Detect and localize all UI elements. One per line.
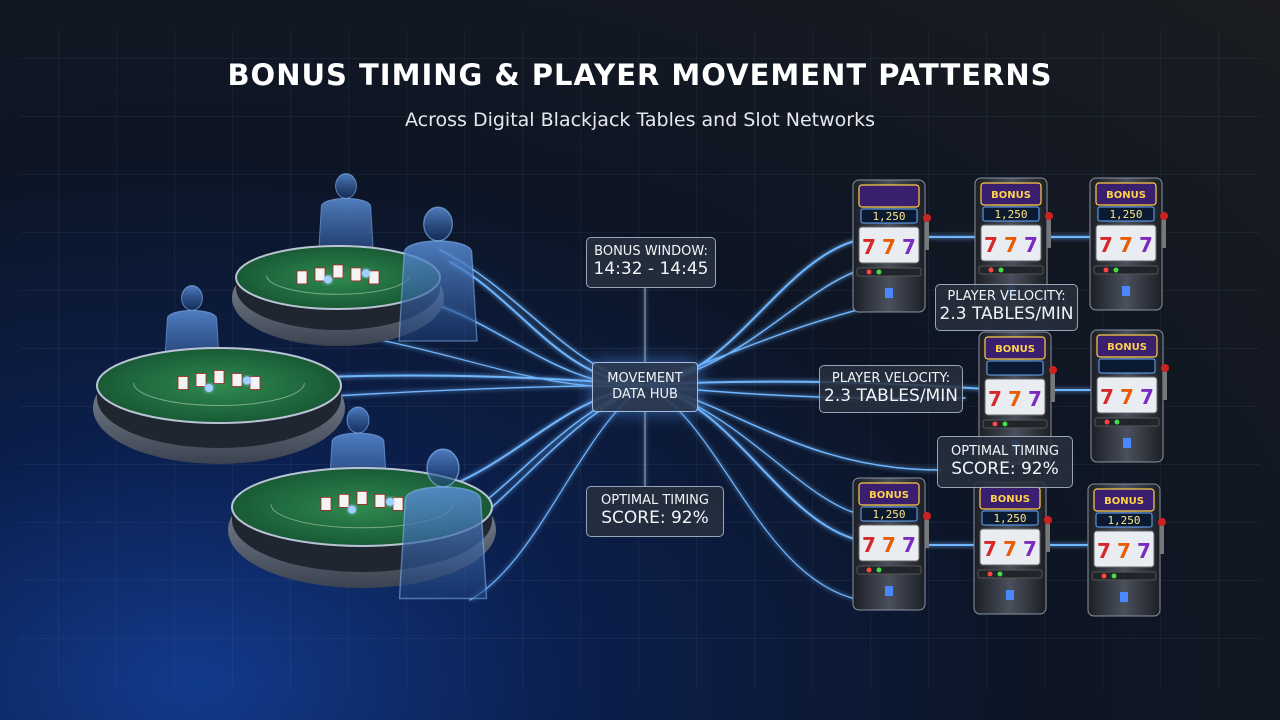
blackjack-tables bbox=[93, 173, 496, 600]
slot-reel-symbol: 7 bbox=[862, 235, 876, 259]
blackjack-table-middle bbox=[93, 347, 345, 464]
bonus-window-value: 14:32 - 14:45 bbox=[593, 259, 709, 280]
slot-reel-symbol: 7 bbox=[902, 533, 916, 557]
hub-line-1: MOVEMENT bbox=[607, 370, 683, 386]
slot-reel-symbol: 7 bbox=[1099, 233, 1113, 257]
optimal-timing-title-right: OPTIMAL TIMING bbox=[951, 443, 1059, 459]
slot-reel-symbol: 7 bbox=[1137, 539, 1151, 563]
player-figure bbox=[398, 206, 478, 342]
slot-credit-display: 1,250 bbox=[872, 508, 905, 521]
slot-reel-symbol: 7 bbox=[1023, 537, 1037, 561]
slot-credit-display: 1,250 bbox=[1107, 514, 1140, 527]
player-velocity-value-top: 2.3 TABLES/MIN bbox=[939, 304, 1074, 325]
player-velocity-title-top: PLAYER VELOCITY: bbox=[947, 289, 1066, 305]
slot-reel-symbol: 7 bbox=[984, 233, 998, 257]
slot-reel-symbol: 7 bbox=[882, 235, 896, 259]
page-subtitle: Across Digital Blackjack Tables and Slot… bbox=[405, 109, 875, 131]
slot-reel-symbol: 7 bbox=[1119, 233, 1133, 257]
slot-reel-symbol: 7 bbox=[1008, 387, 1022, 411]
slot-reel-symbol: 7 bbox=[1117, 539, 1131, 563]
slot-reel-symbol: 7 bbox=[1024, 233, 1038, 257]
player-figure bbox=[398, 448, 488, 600]
slot-marquee: BONUS bbox=[1106, 190, 1146, 201]
optimal-timing-label-left: OPTIMAL TIMING SCORE: 92% bbox=[586, 486, 724, 537]
slot-reel-symbol: 7 bbox=[902, 235, 916, 259]
optimal-timing-value-left: SCORE: 92% bbox=[601, 508, 709, 529]
slot-reel-symbol: 7 bbox=[1004, 233, 1018, 257]
player-velocity-label-mid: PLAYER VELOCITY: 2.3 TABLES/MIN bbox=[819, 365, 963, 413]
page-title: BONUS TIMING & PLAYER MOVEMENT PATTERNS bbox=[227, 58, 1053, 92]
slot-reel-symbol: 7 bbox=[1120, 385, 1134, 409]
movement-data-hub: MOVEMENT DATA HUB bbox=[592, 362, 698, 412]
slot-reel-symbol: 7 bbox=[983, 537, 997, 561]
optimal-timing-value-right: SCORE: 92% bbox=[951, 458, 1059, 479]
slot-credit-display: 1,250 bbox=[994, 208, 1027, 221]
slot-reel-symbol: 7 bbox=[988, 387, 1002, 411]
slot-reel-symbol: 7 bbox=[882, 533, 896, 557]
slot-reel-symbol: 7 bbox=[1100, 385, 1114, 409]
slot-reel-symbol: 7 bbox=[1140, 385, 1154, 409]
slot-marquee: BONUS bbox=[1107, 342, 1147, 353]
slot-reel-symbol: 7 bbox=[1028, 387, 1042, 411]
slot-credit-display: 1,250 bbox=[1109, 208, 1142, 221]
player-velocity-title-mid: PLAYER VELOCITY: bbox=[831, 370, 951, 386]
bonus-window-title: BONUS WINDOW: bbox=[594, 244, 708, 260]
player-velocity-label-top: PLAYER VELOCITY: 2.3 TABLES/MIN bbox=[935, 284, 1078, 331]
hub-line-2: DATA HUB bbox=[612, 387, 678, 402]
slot-reel-symbol: 7 bbox=[1003, 537, 1017, 561]
optimal-timing-title-left: OPTIMAL TIMING bbox=[601, 493, 709, 509]
slot-credit-display: 1,250 bbox=[993, 512, 1026, 525]
optimal-timing-label-right: OPTIMAL TIMING SCORE: 92% bbox=[937, 436, 1073, 488]
blackjack-table-top bbox=[232, 245, 444, 346]
slot-marquee: BONUS bbox=[991, 190, 1031, 201]
slot-credit-display: 1,250 bbox=[872, 210, 905, 223]
slot-marquee: BONUS bbox=[869, 490, 909, 501]
slot-reel-symbol: 7 bbox=[862, 533, 876, 557]
player-velocity-value-mid: 2.3 TABLES/MIN bbox=[824, 385, 958, 406]
slot-marquee: BONUS bbox=[990, 494, 1030, 505]
slot-reel-symbol: 7 bbox=[1097, 539, 1111, 563]
slot-marquee: BONUS bbox=[1104, 496, 1144, 507]
bonus-window-label: BONUS WINDOW: 14:32 - 14:45 bbox=[586, 237, 716, 288]
slot-marquee: BONUS bbox=[995, 344, 1035, 355]
slot-reel-symbol: 7 bbox=[1139, 233, 1153, 257]
